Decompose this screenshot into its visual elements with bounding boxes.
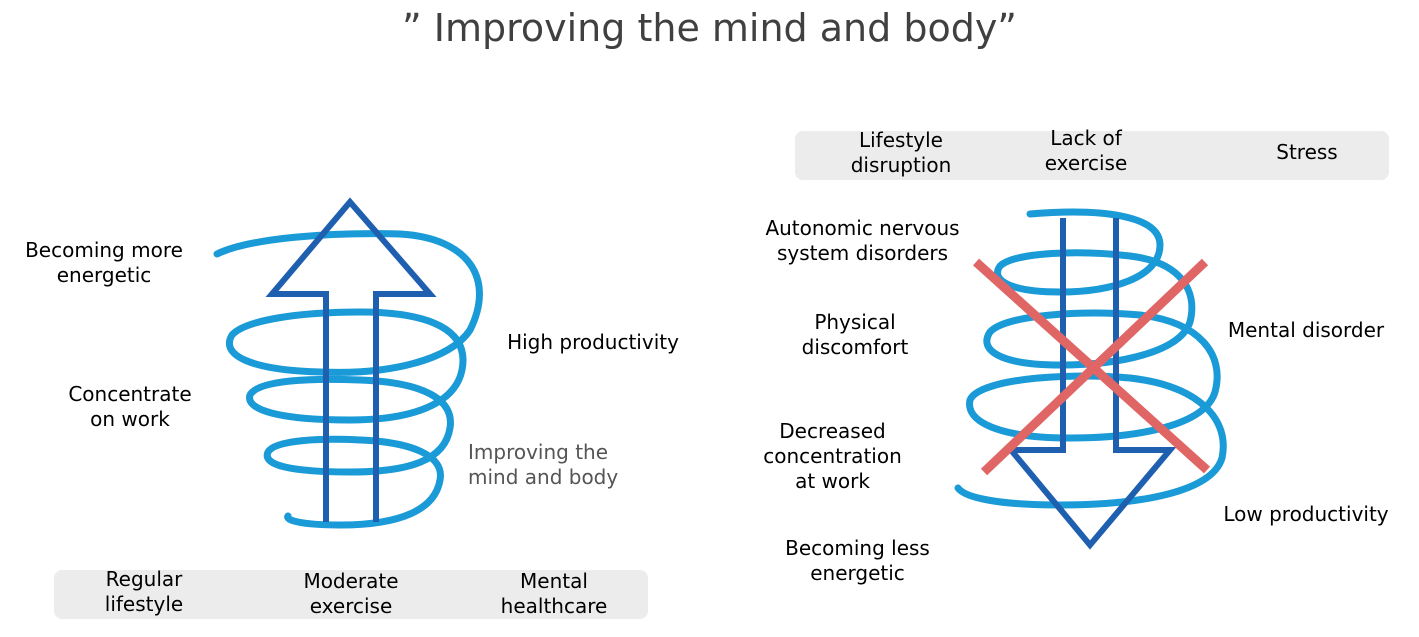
up-arrow-icon	[265, 197, 437, 522]
footer-regular-lifestyle: Regular lifestyle	[104, 567, 184, 616]
label-high-productivity: High productivity	[507, 330, 679, 354]
label-becoming-less-energetic: Becoming less energetic	[785, 536, 930, 585]
label-physical-discomfort: Physical discomfort	[801, 310, 909, 359]
down-arrow-icon	[1004, 218, 1177, 550]
label-becoming-more-energetic: Becoming more energetic	[25, 238, 183, 287]
footer-mental-healthcare: Mental healthcare	[500, 569, 608, 618]
header-lifestyle-disruption: Lifestyle disruption	[850, 128, 952, 177]
label-autonomic-disorders: Autonomic nervous system disorders	[765, 216, 960, 265]
page-title: ” Improving the mind and body”	[401, 6, 1017, 50]
label-concentrate-on-work: Concentrate on work	[68, 382, 192, 431]
label-improving-mind-body: Improving the mind and body	[468, 440, 619, 489]
spiral-icon	[213, 230, 483, 529]
footer-box-left: Regular lifestyle Moderate exercise Ment…	[54, 567, 648, 619]
label-low-productivity: Low productivity	[1223, 502, 1389, 526]
header-lack-of-exercise: Lack of exercise	[1044, 126, 1128, 175]
label-decreased-concentration: Decreased concentration at work	[763, 419, 902, 493]
label-mental-disorder: Mental disorder	[1227, 318, 1385, 342]
cross-mark-icon	[972, 258, 1211, 476]
header-stress: Stress	[1276, 140, 1338, 164]
footer-moderate-exercise: Moderate exercise	[303, 569, 399, 618]
header-box-right: Lifestyle disruption Lack of exercise St…	[795, 126, 1389, 180]
